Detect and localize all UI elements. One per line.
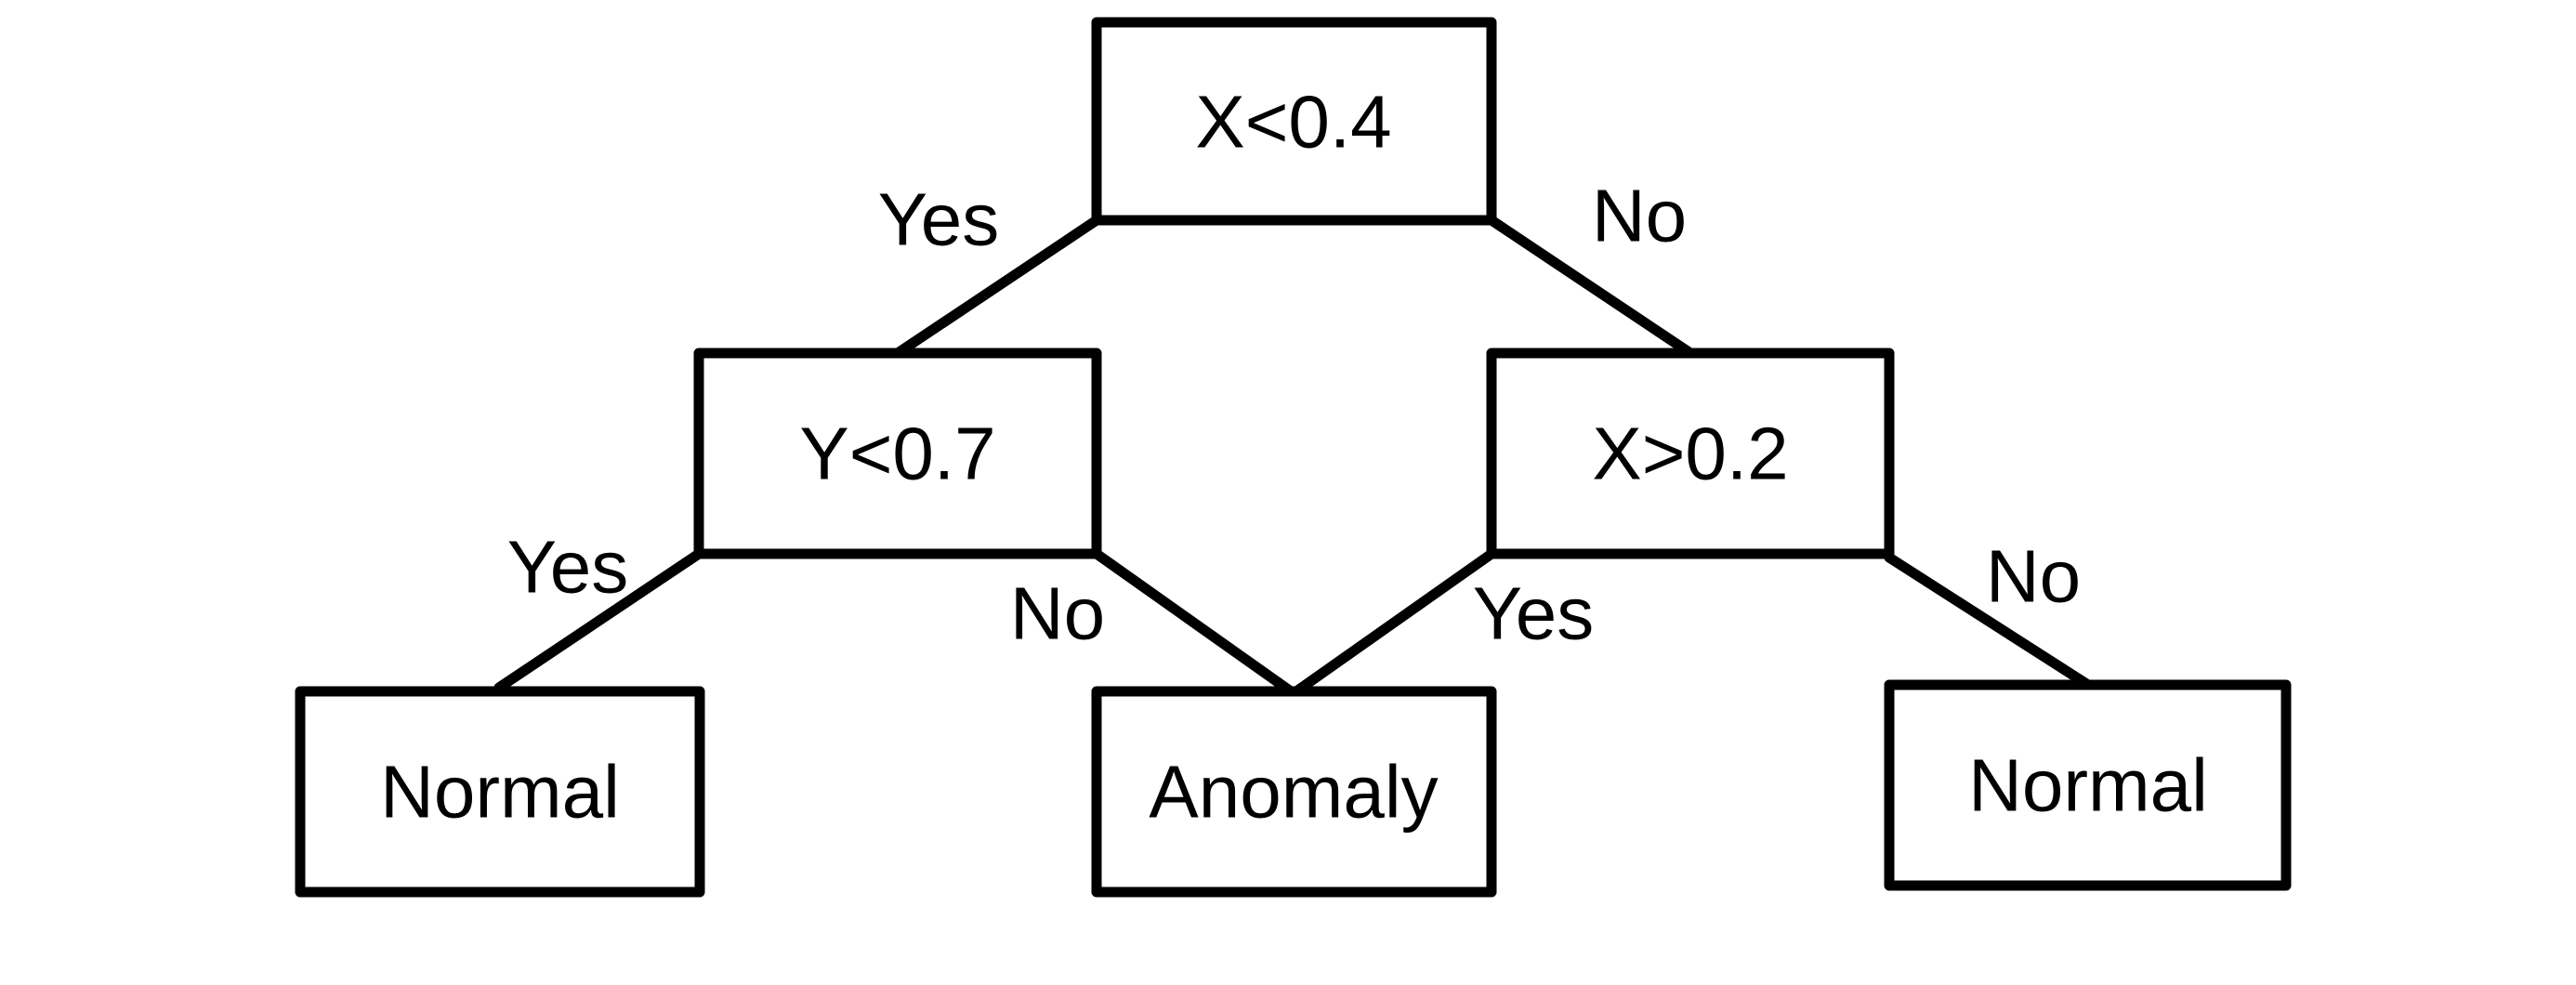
edge-label-left-leaf-left: Yes	[507, 526, 629, 609]
leaf-left-label: Normal	[380, 751, 620, 834]
edge-left-to-leaf-left	[493, 548, 704, 693]
edge-label-left-leaf-middle: No	[1010, 572, 1105, 655]
leaf-middle: Anomaly	[1091, 686, 1497, 898]
node-root: X<0.4	[1091, 17, 1497, 226]
node-root-label: X<0.4	[1195, 81, 1391, 164]
edge-right-to-leaf-right	[1884, 552, 2094, 690]
edge-label-root-left: Yes	[878, 178, 1000, 261]
leaf-right-label: Normal	[1968, 744, 2208, 827]
edge-label-right-leaf-right: No	[1986, 535, 2081, 618]
leaf-left: Normal	[295, 686, 705, 898]
edge-left-to-leaf-middle	[1091, 548, 1296, 697]
edge-root-to-left	[892, 215, 1102, 359]
edge-label-right-leaf-middle: Yes	[1473, 572, 1595, 655]
edge-label-root-right: No	[1592, 175, 1687, 257]
node-left-label: Y<0.7	[799, 413, 995, 495]
edge-root-to-right	[1486, 215, 1696, 359]
node-left: Y<0.7	[693, 348, 1102, 559]
edge-right-to-leaf-middle	[1291, 548, 1497, 697]
node-right-label: X>0.2	[1592, 413, 1788, 495]
leaf-middle-label: Anomaly	[1149, 751, 1438, 834]
leaf-right: Normal	[1884, 679, 2292, 891]
node-right: X>0.2	[1486, 348, 1895, 559]
